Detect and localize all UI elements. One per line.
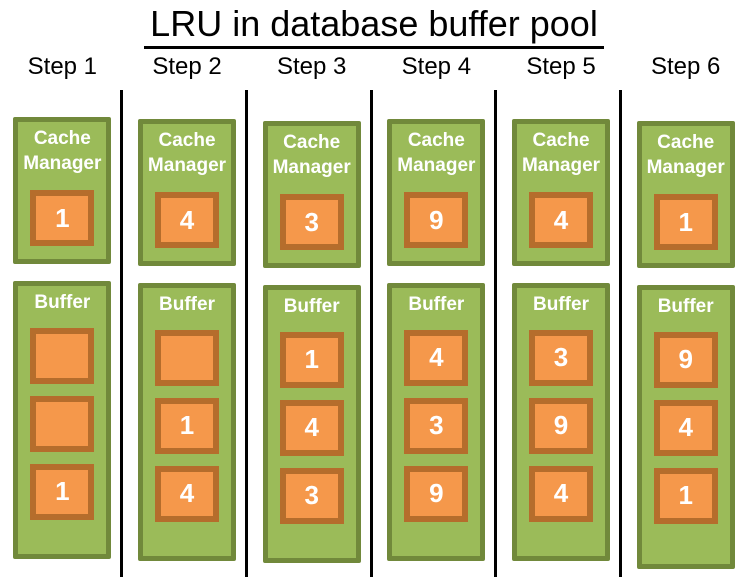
buffer-slot: 9 [529,397,594,454]
column-divider [120,90,123,577]
step-label: Step 4 [401,53,472,80]
cache-manager-cell: 1 [30,190,95,247]
buffer-slot-value: 9 [429,478,444,509]
title-wrap: LRU in database buffer pool [0,0,748,49]
buffer-slot: 4 [279,399,344,456]
step-label: Step 2 [152,53,222,80]
buffer-title: Buffer [408,294,465,315]
buffer-slot-value: 4 [678,412,693,443]
cache-manager-box: Cache Manager 3 [262,121,361,268]
buffer-title: Buffer [34,292,91,313]
step-label: Step 3 [276,53,347,80]
step-column-6: Step 6 Cache Manager 1 Buffer 9 4 1 [623,50,748,577]
buffer-slot-value: 4 [553,478,569,509]
buffer-slot-value: 4 [429,342,444,373]
buffer-title: Buffer [283,296,340,317]
buffer-title: Buffer [159,294,215,315]
buffer-slot-value: 4 [304,412,319,443]
buffer-box: Buffer 1 4 [138,283,236,561]
step-label: Step 1 [27,53,98,80]
buffer-slot-value: 1 [55,476,70,507]
buffer-slot: 4 [529,465,594,522]
buffer-title: Buffer [657,296,714,317]
cache-manager-value: 1 [678,206,693,237]
buffer-slot-value: 1 [678,480,693,511]
buffer-box: Buffer 3 9 4 [512,283,611,561]
buffer-slot-value: 1 [179,410,195,441]
cache-manager-title: Cache Manager [147,130,227,176]
cache-manager-value: 9 [429,204,444,235]
buffer-slot-value: 3 [429,410,444,441]
cache-manager-box: Cache Manager 4 [138,119,236,266]
cache-manager-box: Cache Manager 9 [387,119,486,266]
step-column-1: Step 1 Cache Manager 1 Buffer 1 [0,50,125,577]
buffer-box: Buffer 9 4 1 [636,285,735,569]
cache-manager-value: 3 [304,206,319,237]
buffer-slot: 4 [155,465,219,522]
buffer-title: Buffer [533,294,589,315]
buffer-slot-value: 3 [553,342,569,373]
buffer-slot-value: 9 [553,410,569,441]
buffer-slot: 3 [279,467,344,524]
cache-manager-title: Cache Manager [397,130,476,176]
buffer-slot: 1 [30,463,95,520]
cache-manager-title: Cache Manager [521,130,601,176]
buffer-slot-value: 9 [678,344,693,375]
buffer-box: Buffer 1 [13,281,112,559]
buffer-slot: 3 [404,397,469,454]
buffer-slot: 4 [653,399,718,456]
buffer-slot: 9 [404,465,469,522]
buffer-slot-value: 4 [179,478,195,509]
page-title: LRU in database buffer pool [144,3,604,49]
column-divider [494,90,497,577]
buffer-slot [30,327,95,384]
step-column-3: Step 3 Cache Manager 3 Buffer 1 4 3 [249,50,374,577]
cache-manager-cell: 4 [529,192,594,249]
cache-manager-box: Cache Manager 4 [512,119,611,266]
cache-manager-cell: 1 [653,194,718,251]
cache-manager-title: Cache Manager [23,128,102,174]
buffer-slot: 9 [653,331,718,388]
cache-manager-value: 4 [553,204,569,235]
step-label: Step 6 [651,53,721,80]
step-column-4: Step 4 Cache Manager 9 Buffer 4 3 9 [374,50,499,577]
cache-manager-title: Cache Manager [646,132,725,178]
column-divider [245,90,248,577]
column-divider [370,90,373,577]
cache-manager-box: Cache Manager 1 [13,117,112,264]
step-column-5: Step 5 Cache Manager 4 Buffer 3 9 4 [499,50,624,577]
cache-manager-value: 4 [179,204,195,235]
cache-manager-cell: 4 [155,192,219,249]
buffer-slot-value: 3 [304,480,319,511]
cache-manager-cell: 9 [404,192,469,249]
buffer-slot: 4 [404,329,469,386]
buffer-slot: 1 [653,467,718,524]
cache-manager-cell: 3 [279,194,344,251]
buffer-slot: 1 [279,331,344,388]
cache-manager-value: 1 [55,202,70,233]
step-column-2: Step 2 Cache Manager 4 Buffer 1 4 [125,50,250,577]
cache-manager-title: Cache Manager [272,132,351,178]
buffer-slot: 1 [155,397,219,454]
step-columns: Step 1 Cache Manager 1 Buffer 1 Step 2 C… [0,50,748,577]
buffer-slot [155,329,219,386]
buffer-slot-value: 1 [304,344,319,375]
buffer-box: Buffer 1 4 3 [262,285,361,563]
cache-manager-box: Cache Manager 1 [636,121,735,268]
buffer-slot: 3 [529,329,594,386]
buffer-slot [30,395,95,452]
column-divider [619,90,622,577]
buffer-box: Buffer 4 3 9 [387,283,486,561]
step-label: Step 5 [526,53,596,80]
